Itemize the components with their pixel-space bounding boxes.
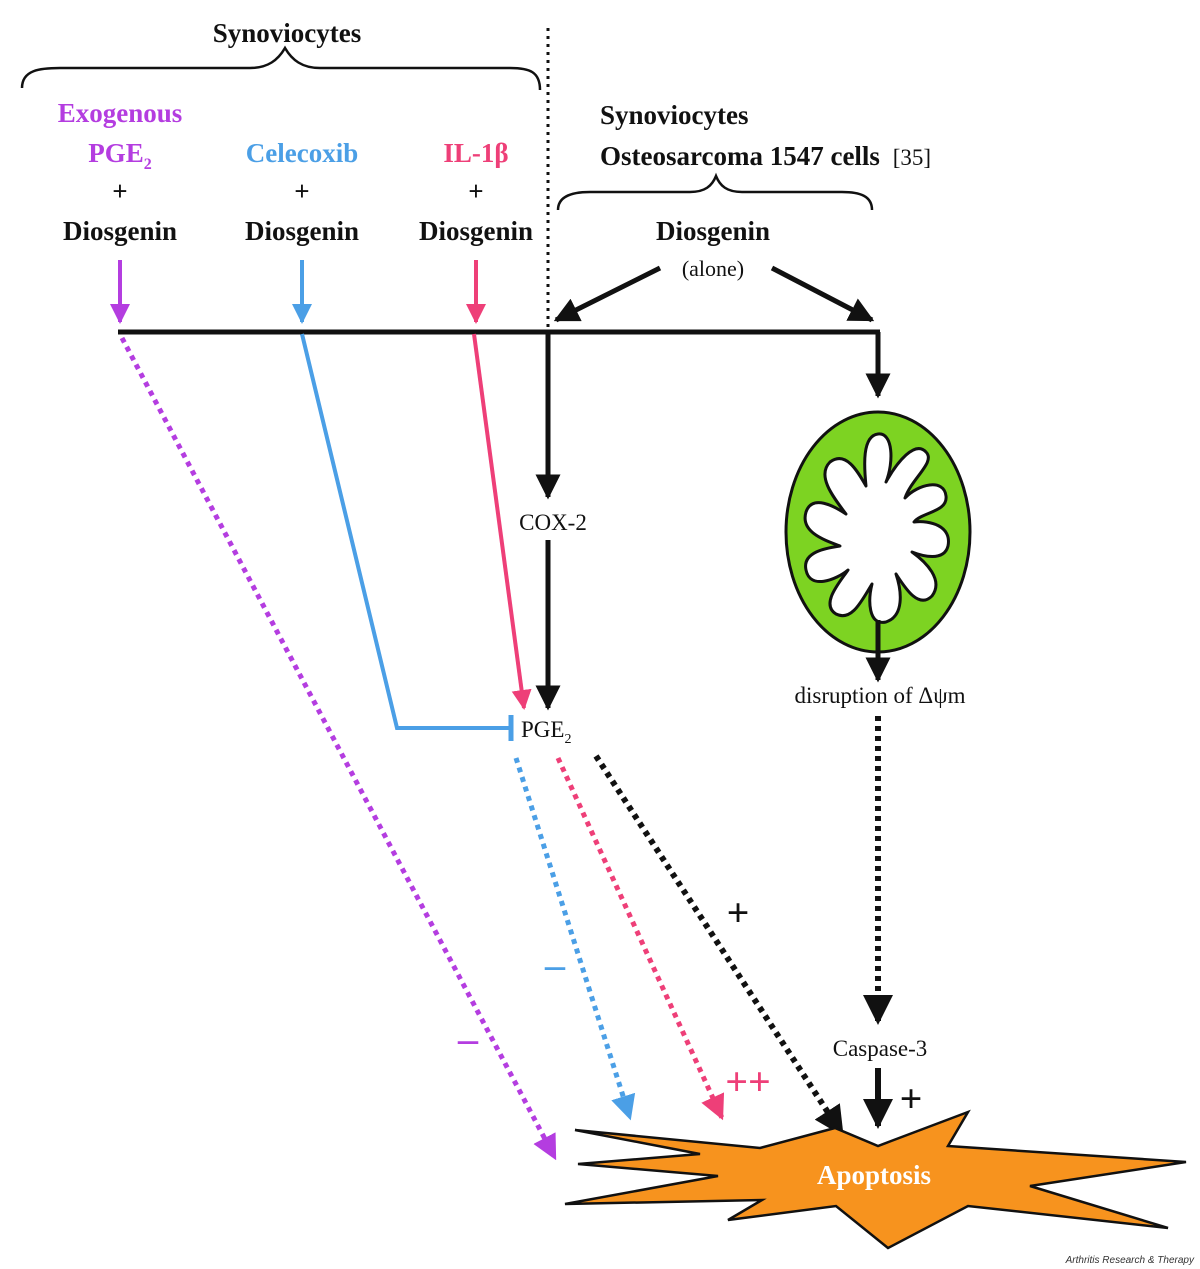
diosgenin-alone-note: (alone) [682, 256, 744, 281]
apoptosis-burst [564, 1109, 1187, 1250]
caspase3-label: Caspase-3 [833, 1036, 928, 1061]
treatment-celecoxib-diosgenin: Diosgenin [245, 216, 359, 246]
pge2-text: PGE [521, 717, 564, 742]
right-group-header-line2: Osteosarcoma 1547 cells [35] [600, 141, 931, 171]
treatment-celecoxib-plus: + [294, 176, 309, 206]
treatment-pge2-label: PGE2 [88, 138, 152, 173]
treatment-exogenous-label: Exogenous [58, 98, 183, 128]
pge2-effect-sign: + [727, 890, 750, 935]
treatment-pge2-sub: 2 [144, 156, 152, 173]
apoptosis-label: Apoptosis [817, 1160, 931, 1190]
osteosarcoma-label: Osteosarcoma 1547 cells [600, 141, 880, 171]
synoviocytes-brace [20, 45, 542, 91]
osteosarcoma-brace [556, 172, 874, 211]
treatment-pge2-text: PGE [88, 138, 144, 168]
treatment-celecoxib-label: Celecoxib [246, 138, 358, 168]
celecoxib-inhibition-line [300, 333, 510, 730]
treatment-il1b-label: IL-1β [443, 138, 508, 168]
pge2-effect-arrow [593, 754, 845, 1137]
celecoxib-effect-sign: – [544, 942, 566, 987]
pge2-sub: 2 [564, 732, 571, 747]
mitochondrion-icon [784, 410, 972, 654]
treatment-il1b-plus: + [468, 176, 483, 206]
cox2-label: COX-2 [519, 510, 587, 535]
right-group-header-line1: Synoviocytes [600, 100, 749, 130]
celecoxib-effect-arrow [513, 757, 636, 1121]
exogenous-effect-sign: – [457, 1016, 479, 1061]
exogenous-effect-arrow [119, 336, 558, 1161]
reference-label: [35] [893, 145, 931, 170]
il1b-effect-sign: ++ [725, 1059, 771, 1104]
il1b-effect-arrow [555, 756, 725, 1121]
pge2-label: PGE2 [521, 717, 571, 747]
diosgenin-alone-label: Diosgenin [656, 216, 770, 246]
treatment-exogenous-plus: + [112, 176, 127, 206]
treatment-exogenous-diosgenin: Diosgenin [63, 216, 177, 246]
journal-credit: Arthritis Research & Therapy [1065, 1255, 1195, 1266]
caspase-effect-sign: + [900, 1076, 923, 1121]
left-group-header: Synoviocytes [213, 18, 362, 48]
treatment-il1b-diosgenin: Diosgenin [419, 216, 533, 246]
alone-arrow-right [770, 265, 875, 323]
disruption-label: disruption of Δψm [794, 683, 965, 708]
alone-arrow-left [553, 265, 662, 323]
il1b-to-pge2-line [472, 333, 532, 710]
